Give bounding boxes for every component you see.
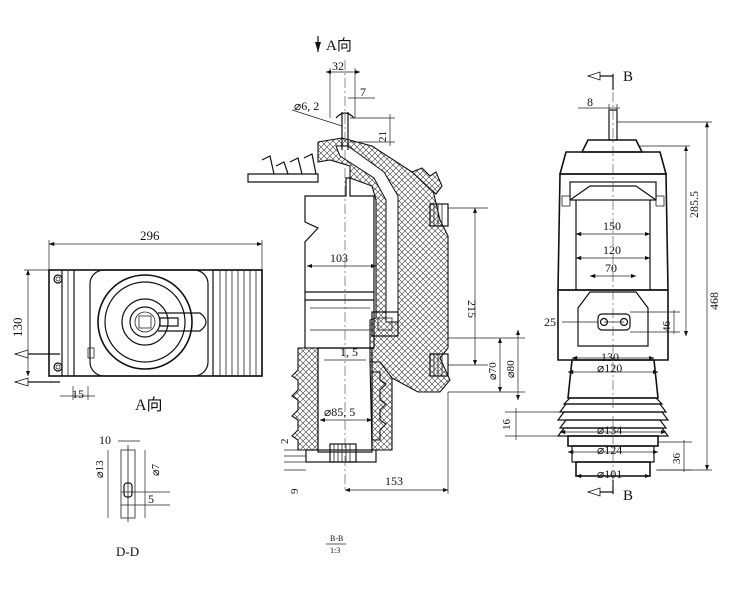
dim-d124: ⌀124 (597, 443, 622, 457)
dim-21: 21 (377, 131, 389, 142)
dim-7-top: 7 (360, 85, 366, 99)
dim-d134: ⌀134 (597, 423, 622, 437)
detail-d-d: 10 ⌀13 ⌀7 5 D-D (94, 433, 170, 559)
label-b-top: B (623, 69, 633, 85)
dim-130-left: 130 (10, 318, 25, 338)
dim-150: 150 (603, 219, 621, 233)
dim-16: 16 (501, 419, 513, 431)
dim-9: 9 (289, 488, 301, 494)
dim-103: 103 (330, 251, 348, 265)
dim-285-5: 285.5 (687, 191, 701, 218)
dim-d120-bottom: ⌀120 (597, 361, 622, 375)
dim-1-5: 1, 5 (340, 345, 358, 359)
dim-36: 36 (671, 453, 683, 465)
dim-6-2: ⌀6, 2 (294, 99, 319, 113)
right-view: B B (501, 69, 721, 504)
dim-d70: ⌀70 (487, 362, 499, 380)
dim-468: 468 (707, 292, 721, 310)
dim-dd-13: ⌀13 (94, 460, 106, 478)
label-bb-title: B-B (330, 534, 343, 543)
label-d-d: D-D (116, 544, 139, 559)
dim-46: 46 (661, 321, 673, 333)
dim-dd-7: ⌀7 (150, 463, 162, 476)
dim-2: 2 (279, 439, 291, 445)
dim-32: 32 (332, 59, 344, 73)
dim-dd-10: 10 (99, 433, 111, 447)
dim-120-top: 120 (603, 243, 621, 257)
dim-d80: ⌀80 (505, 360, 517, 378)
dim-15: 15 (72, 387, 84, 401)
dim-25: 25 (544, 315, 556, 329)
left-view-a-direction: 296 130 15 A向 (10, 228, 263, 414)
dim-d101: ⌀101 (597, 467, 622, 481)
dim-153: 153 (385, 474, 403, 488)
label-a-direction-top: A向 (326, 37, 352, 54)
label-a-direction-left: A向 (135, 396, 163, 414)
section-view-b-b: A向 (247, 36, 525, 555)
dim-d85-5: ⌀85, 5 (324, 405, 355, 419)
dim-dd-5: 5 (148, 492, 154, 506)
label-b-bottom: B (623, 488, 633, 504)
dim-130-right: 130 (601, 350, 619, 364)
dim-8: 8 (587, 95, 593, 109)
dim-296: 296 (140, 228, 160, 243)
dim-70-right: 70 (605, 261, 617, 275)
label-bb-scale: 1:3 (330, 546, 340, 555)
dim-215: 215 (465, 300, 479, 318)
